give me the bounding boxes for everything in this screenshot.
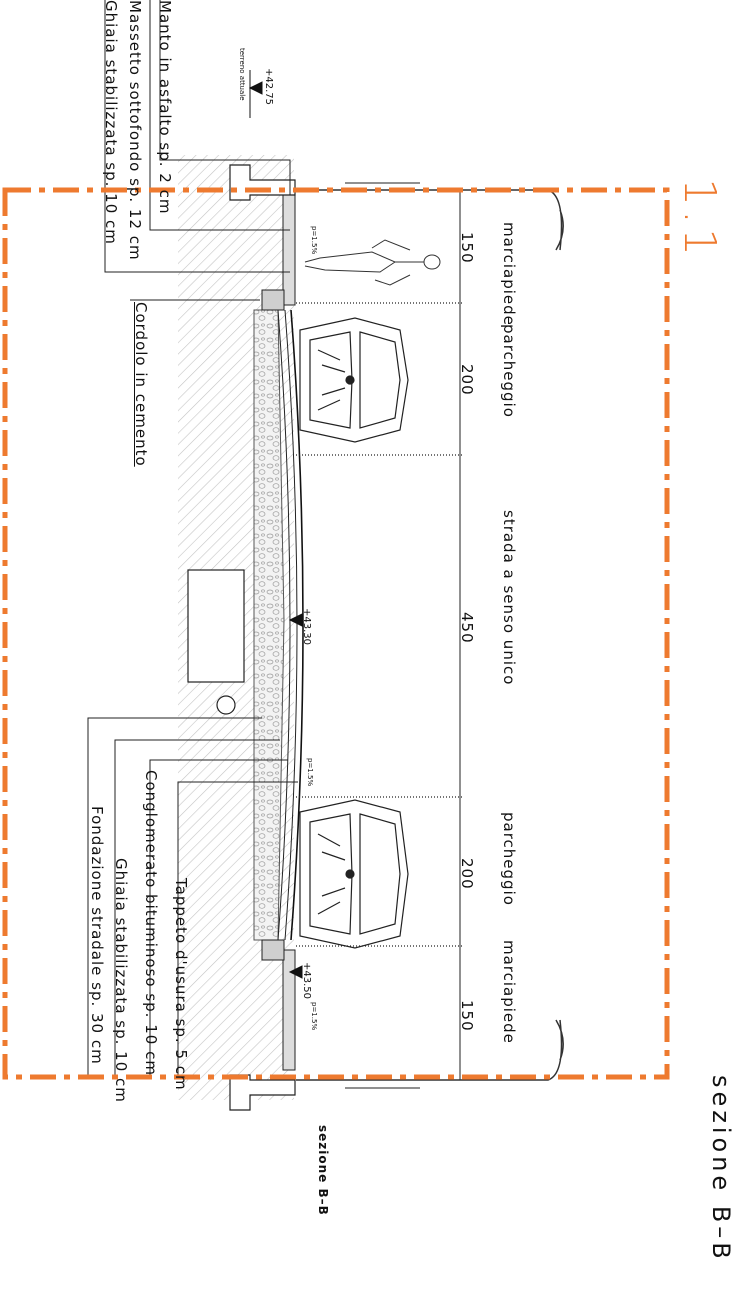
zone-label-marciapiede-bottom: marciapiede [500, 940, 518, 1044]
zone-label-parcheggio-bottom: parcheggio [500, 812, 518, 906]
curb-bottom [261, 939, 285, 961]
street-lamp-bottom [296, 1019, 564, 1081]
sidewalk-bottom-slab [282, 949, 296, 1071]
road-layer-1-label: Tappeto d'usura sp. 5 cm [172, 878, 190, 1091]
zone-label-marciapiede-top: marciapiede [500, 222, 518, 326]
curb-label: Cordolo in cemento [132, 302, 150, 467]
road-layer-2 [284, 309, 298, 941]
section-title: sezione B–B [707, 1075, 735, 1263]
existing-ground-label: terreno attuale [238, 48, 246, 101]
zone-label-strada: strada a senso unico [500, 510, 518, 686]
slope-label-2: p=1.5% [306, 758, 314, 787]
dimension-450: 450 [458, 612, 476, 644]
elevation-marker-ground [248, 70, 263, 118]
road-layer-1 [277, 309, 291, 941]
street-lamp-top [296, 189, 564, 251]
dimension-200-bottom: 200 [458, 858, 476, 890]
slope-label-1: p=1.5% [310, 226, 318, 255]
dimension-150-top: 150 [458, 232, 476, 264]
elevation-marker-sidewalk [288, 965, 303, 979]
existing-ground-elevation: +42.75 [263, 68, 274, 106]
road-surface [290, 309, 304, 941]
utility-box [187, 569, 245, 683]
pedestrian-figure [304, 239, 441, 286]
sidewalk-leaders [104, 0, 291, 301]
elevation-marker-road [288, 613, 303, 627]
road-layer-3-label: Ghiaia stabilizzata sp. 10 cm [112, 858, 130, 1103]
dimension-150-bottom: 150 [458, 1000, 476, 1032]
car-bottom [299, 799, 409, 949]
car-top [299, 317, 409, 443]
highlight-frame [2, 187, 670, 1080]
sidewalk-layer-2-label: Massetto sottofondo sp. 12 cm [126, 0, 144, 261]
sidewalk-elevation: +43.50 [301, 962, 312, 1000]
slope-label-3: p=1.5% [310, 1002, 318, 1031]
utility-pipe [216, 695, 236, 715]
sidewalk-layer-3-label: Ghiaia stabilizzata sp. 10 cm [102, 0, 120, 245]
plate-number: 1.1 [674, 178, 725, 260]
road-foundation [253, 309, 285, 941]
road-layer-2-label: Conglomerato bituminoso sp. 10 cm [142, 770, 160, 1076]
road-elevation: +43.30 [301, 608, 312, 646]
sidewalk-top-slab [282, 184, 296, 306]
dimension-ticks [296, 302, 462, 947]
sidewalk-layer-1-label: Manto in asfalto sp. 2 cm [156, 0, 174, 215]
zone-label-parcheggio-top: parcheggio [500, 324, 518, 418]
road-layer-4-label: Fondazione stradale sp. 30 cm [88, 806, 106, 1065]
road-leaders [87, 717, 298, 1078]
drawing-caption: sezione B–B [316, 1125, 330, 1216]
dimension-200-top: 200 [458, 364, 476, 396]
wall-footing-bottom [229, 1074, 296, 1111]
curb-top [261, 289, 285, 311]
